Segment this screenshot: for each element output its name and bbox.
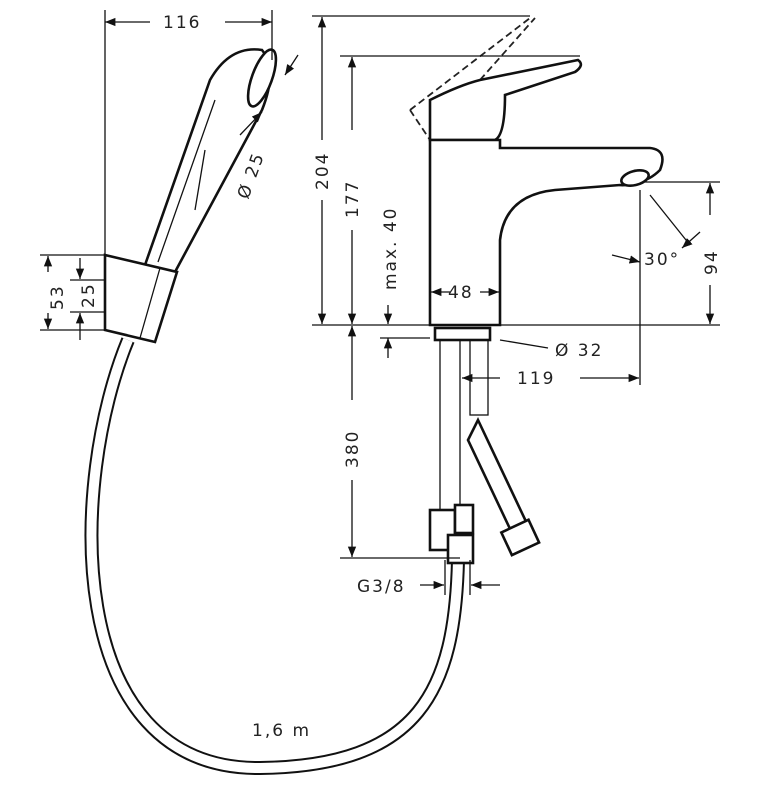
dim-head-diameter: Ø 25 (234, 149, 269, 201)
dim-shower-width: 116 (163, 13, 201, 33)
dim-outlet-height: 94 (702, 249, 722, 275)
dimension-lines (40, 10, 720, 595)
dim-thread: G3/8 (357, 577, 406, 597)
hand-shower (143, 48, 278, 274)
dim-outlet-angle: 30° (644, 250, 680, 270)
dim-base-diameter: Ø 32 (555, 341, 603, 361)
dim-spout-height: 177 (343, 180, 363, 218)
dim-max-thickness: max. 40 (381, 207, 401, 290)
dim-holder-inner: 25 (79, 282, 99, 308)
dim-holder-height: 53 (48, 284, 68, 310)
dim-body-width: 48 (448, 283, 474, 303)
dim-hose-length: 1,6 m (252, 721, 311, 741)
hose (84, 337, 465, 776)
dim-projection: 119 (517, 369, 555, 389)
dim-total-height: 204 (313, 152, 333, 190)
shower-holder (103, 253, 179, 344)
dim-hose-connection-length: 380 (343, 430, 363, 468)
